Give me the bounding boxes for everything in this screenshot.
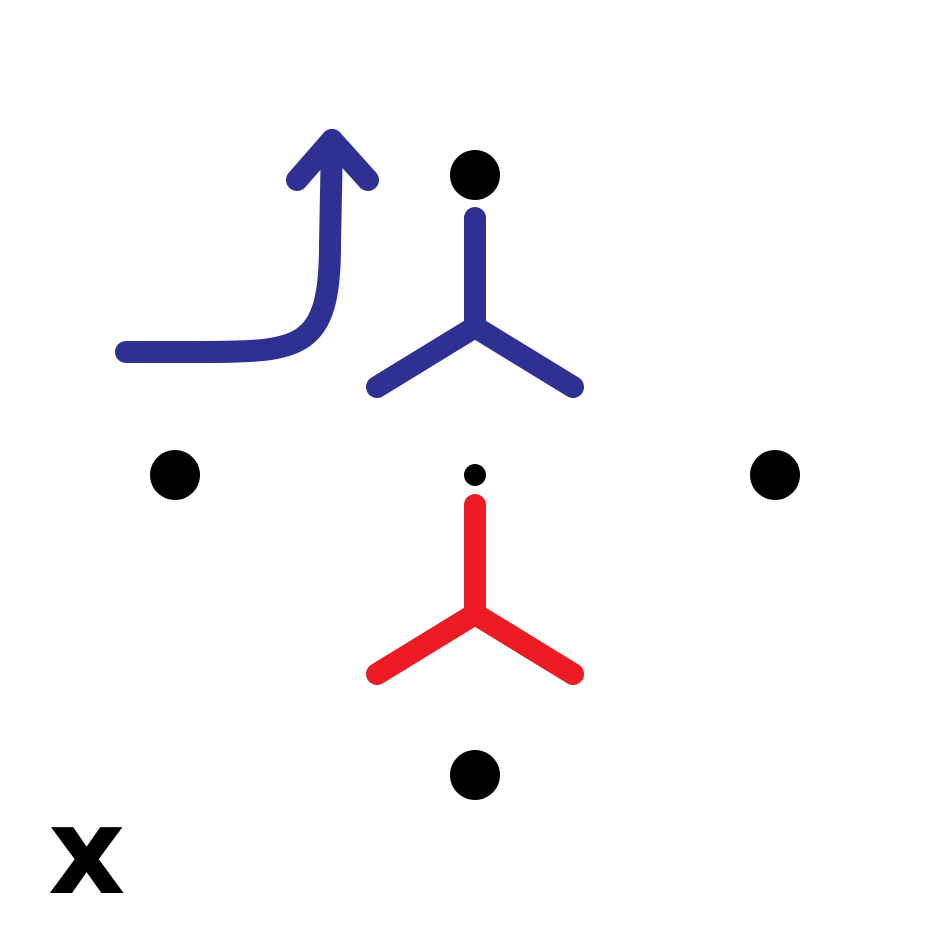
bottom-dot bbox=[450, 750, 500, 800]
blue-y-symbol bbox=[366, 207, 584, 398]
right-dot bbox=[750, 450, 800, 500]
blue-rotation-arrow bbox=[115, 129, 379, 363]
center-dot bbox=[464, 464, 486, 486]
x-label: x bbox=[48, 783, 125, 922]
left-dot bbox=[150, 450, 200, 500]
red-y-symbol bbox=[366, 494, 584, 685]
top-dot bbox=[450, 150, 500, 200]
